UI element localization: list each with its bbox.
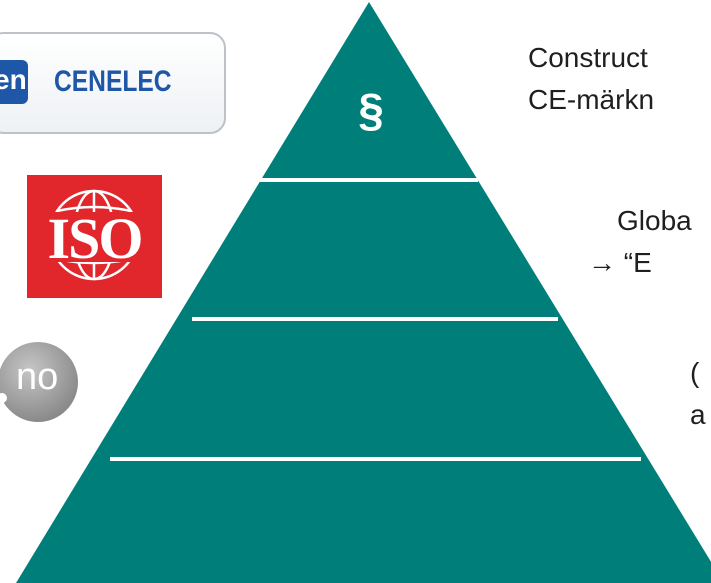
cen-mark-text: en [0, 64, 27, 95]
iso-logo: ISO [27, 175, 162, 298]
pyramid-triangle [16, 2, 711, 583]
sn-wordmark: no [16, 356, 59, 398]
level2-label-line1: Globa [617, 205, 692, 236]
cenelec-wordmark: CENELEC [54, 65, 172, 98]
cen-mark [0, 60, 28, 104]
level3-label-line2: a [690, 399, 706, 430]
cenelec-logo: en CENELEC [0, 32, 226, 134]
level1-label-line2: CE-märkn [528, 84, 655, 115]
iso-wordmark: ISO [47, 206, 144, 271]
iso-text-band [41, 212, 148, 262]
level2-label-line2: → “E [588, 247, 652, 278]
level3-label-line1: ( [690, 357, 700, 388]
standard-norge-logo: no [0, 340, 80, 440]
paragraph-symbol: § [358, 84, 384, 136]
sn-circle-icon [0, 342, 78, 422]
level1-label-line1: Construct [528, 42, 648, 73]
